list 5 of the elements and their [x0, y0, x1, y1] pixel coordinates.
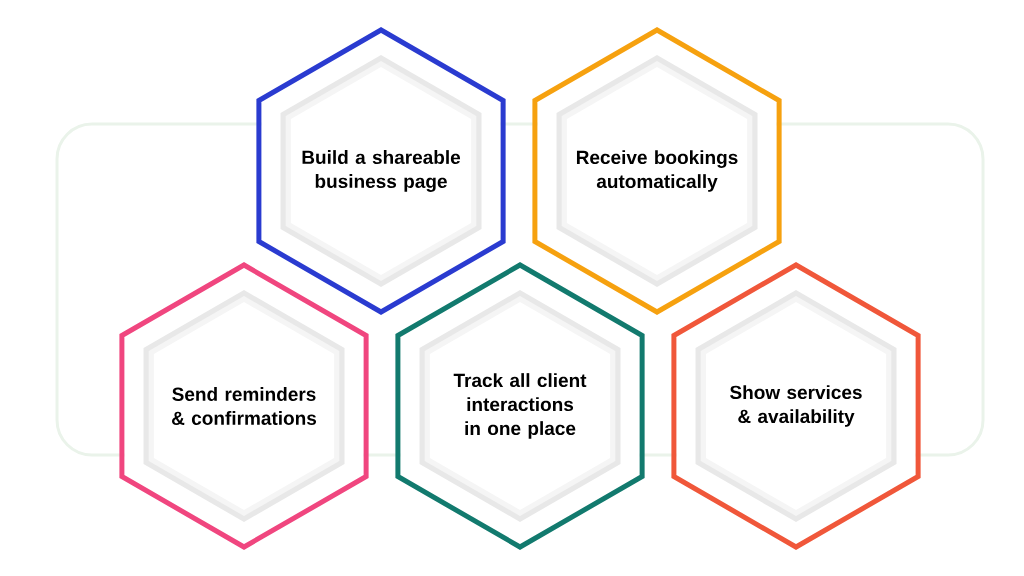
hexagon-box: Track all client interactions in one place — [395, 262, 645, 550]
hexagon-box: Receive bookings automatically — [532, 27, 782, 315]
hexagon-box: Build a shareable business page — [256, 27, 506, 315]
hexagon-box: Send reminders & confirmations — [119, 262, 369, 550]
hexagon-box: Show services & availability — [671, 262, 921, 550]
